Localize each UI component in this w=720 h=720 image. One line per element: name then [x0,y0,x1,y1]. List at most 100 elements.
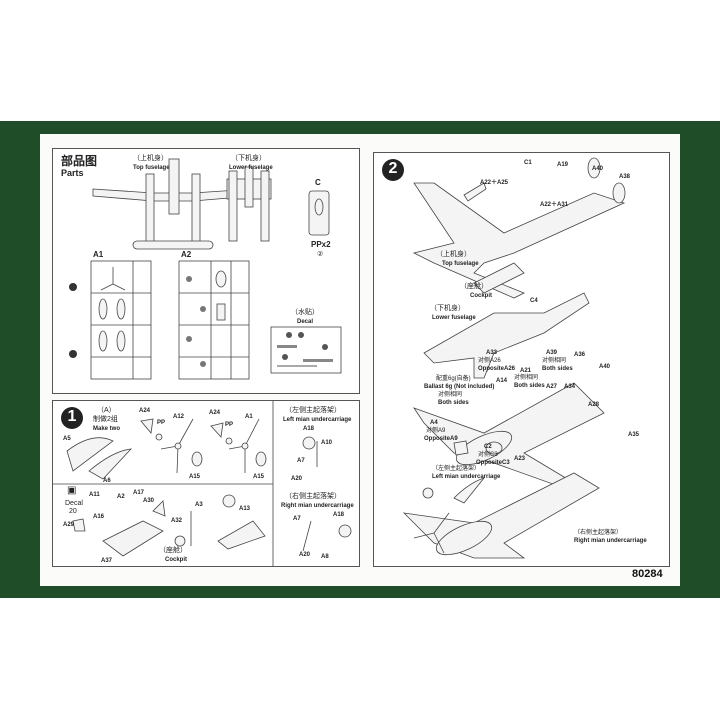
part-label: A28 [588,402,600,408]
part-label: A39 [546,350,558,356]
part-label: A23 [514,456,526,462]
part-label: A19 [557,162,569,168]
sprue-c-label: C [315,178,321,187]
cockpit-en: Cockpit [470,293,493,299]
step1-panel: 1 （A） 制做2组 Make two A5 A6 A24 PP A12 A15… [52,400,360,567]
a21-note-cn: 对侧相同 [514,375,539,381]
part-label: A4 [430,420,438,426]
top-fuselage-cn: （上机身） [436,251,471,258]
sprue-c [308,190,330,236]
top-fuselage-assembly [412,157,626,299]
left-uc-cn: （左侧主起落架） [432,466,481,472]
part-label: A30 [143,498,155,504]
a39-note-cn: 对侧相同 [542,358,567,364]
part-label: A22＋A25 [480,180,509,186]
lower-fuselage-en: Lower fuselage [229,165,273,171]
part-label: A20 [291,476,303,482]
decal-cn: （水贴） [291,309,319,316]
step1-drawings [53,401,352,566]
parts-panel: 部品图 Parts （上机身） Top fuselage （下机身） Lower… [52,148,360,394]
right-uc-cn: （右侧主起落架） [574,530,623,536]
part-label: A22＋A31 [540,202,569,208]
right-uc-en: Right mian undercarriage [281,503,354,509]
decal-icon: ▣ [67,485,77,496]
part-label: A8 [321,554,329,560]
part-label: A7 [293,516,301,522]
step1-note-cn: （A） [97,407,116,414]
a21-note-en: Both sides [514,383,545,389]
part-label: PP [225,422,234,428]
part-label: A12 [173,414,185,420]
parts-title-en: Parts [61,168,84,178]
part-label: A37 [101,558,113,564]
sprue-a1 [69,260,152,380]
cockpit-cn: （座舱） [460,283,488,290]
decal-sheet [270,326,342,374]
pp-count: ② [317,251,324,258]
part-label: A17 [133,490,145,496]
part-label: A11 [89,492,100,498]
part-label: A32 [171,518,183,524]
decal-label: Decal [65,500,83,507]
part-label: A2 [117,494,125,500]
part-label: C4 [530,298,538,304]
part-label: A18 [333,512,345,518]
part-label: A18 [303,426,315,432]
cockpit-en: Cockpit [165,557,188,563]
part-label: A24 [209,410,221,416]
part-label: A16 [93,514,105,520]
part-label: A15 [189,474,201,480]
c2-note-en: OppositeC3 [476,460,510,466]
both-sides-en: Both sides [438,400,469,406]
part-label: C1 [524,160,532,166]
part-label: A34 [564,384,576,390]
decal-number: 20 [69,508,77,515]
part-label: A38 [619,174,631,180]
part-label: A40 [592,166,604,172]
part-label: C2 [484,444,492,450]
part-label: A15 [253,474,265,480]
top-fuselage-drawing [92,158,254,250]
part-label: A14 [496,378,508,384]
part-label: A20 [299,552,311,558]
parts-title-cn: 部品图 [61,154,98,168]
right-uc-cn: （右侧主起落架） [285,493,341,500]
a4-note-en: OppositeA9 [424,436,458,442]
top-fuselage-cn: （上机身） [133,155,168,162]
ballast-en: Ballast 6g (Not included) [424,384,495,390]
step1-badge: 1 [61,407,83,429]
part-label: A6 [103,478,111,484]
a33-note-cn: 对侧A26 [478,358,501,364]
right-uc-en: Right mian undercarriage [574,538,647,544]
parts-drawings [69,158,342,380]
ballast-cn: 配重6g(自备) [436,376,471,382]
part-label: A5 [63,436,71,442]
sprue-a2-label: A2 [181,250,192,259]
lower-fuselage-en: Lower fuselage [432,315,476,321]
a4-note-cn: 对侧A9 [426,428,446,434]
part-label: A3 [195,502,203,508]
left-uc-en: Left mian undercarriage [283,417,352,423]
part-label: A10 [321,440,333,446]
make-two-cn: 制做2组 [93,416,118,423]
decal-en: Decal [297,319,314,325]
part-label: A24 [139,408,151,414]
lower-fuselage-assembly [423,262,590,379]
part-label: A36 [574,352,586,358]
left-uc-en: Left mian undercarriage [432,474,501,480]
part-label: A29 [63,522,75,528]
final-assembly [402,472,600,559]
part-label: A21 [520,368,532,374]
part-label: A27 [546,384,558,390]
make-two-en: Make two [93,426,121,432]
cockpit-cn: （座舱） [159,547,187,554]
a33-note-en: OppositeA26 [478,366,516,372]
part-label: PP [157,420,166,426]
main-assembly [412,382,605,489]
product-code: 80284 [632,568,663,580]
sprue-a1-label: A1 [93,250,104,259]
part-label: A33 [486,350,498,356]
top-fuselage-en: Top fuselage [133,165,170,171]
top-fuselage-en: Top fuselage [442,261,479,267]
lower-fuselage-cn: （下机身） [430,305,465,312]
